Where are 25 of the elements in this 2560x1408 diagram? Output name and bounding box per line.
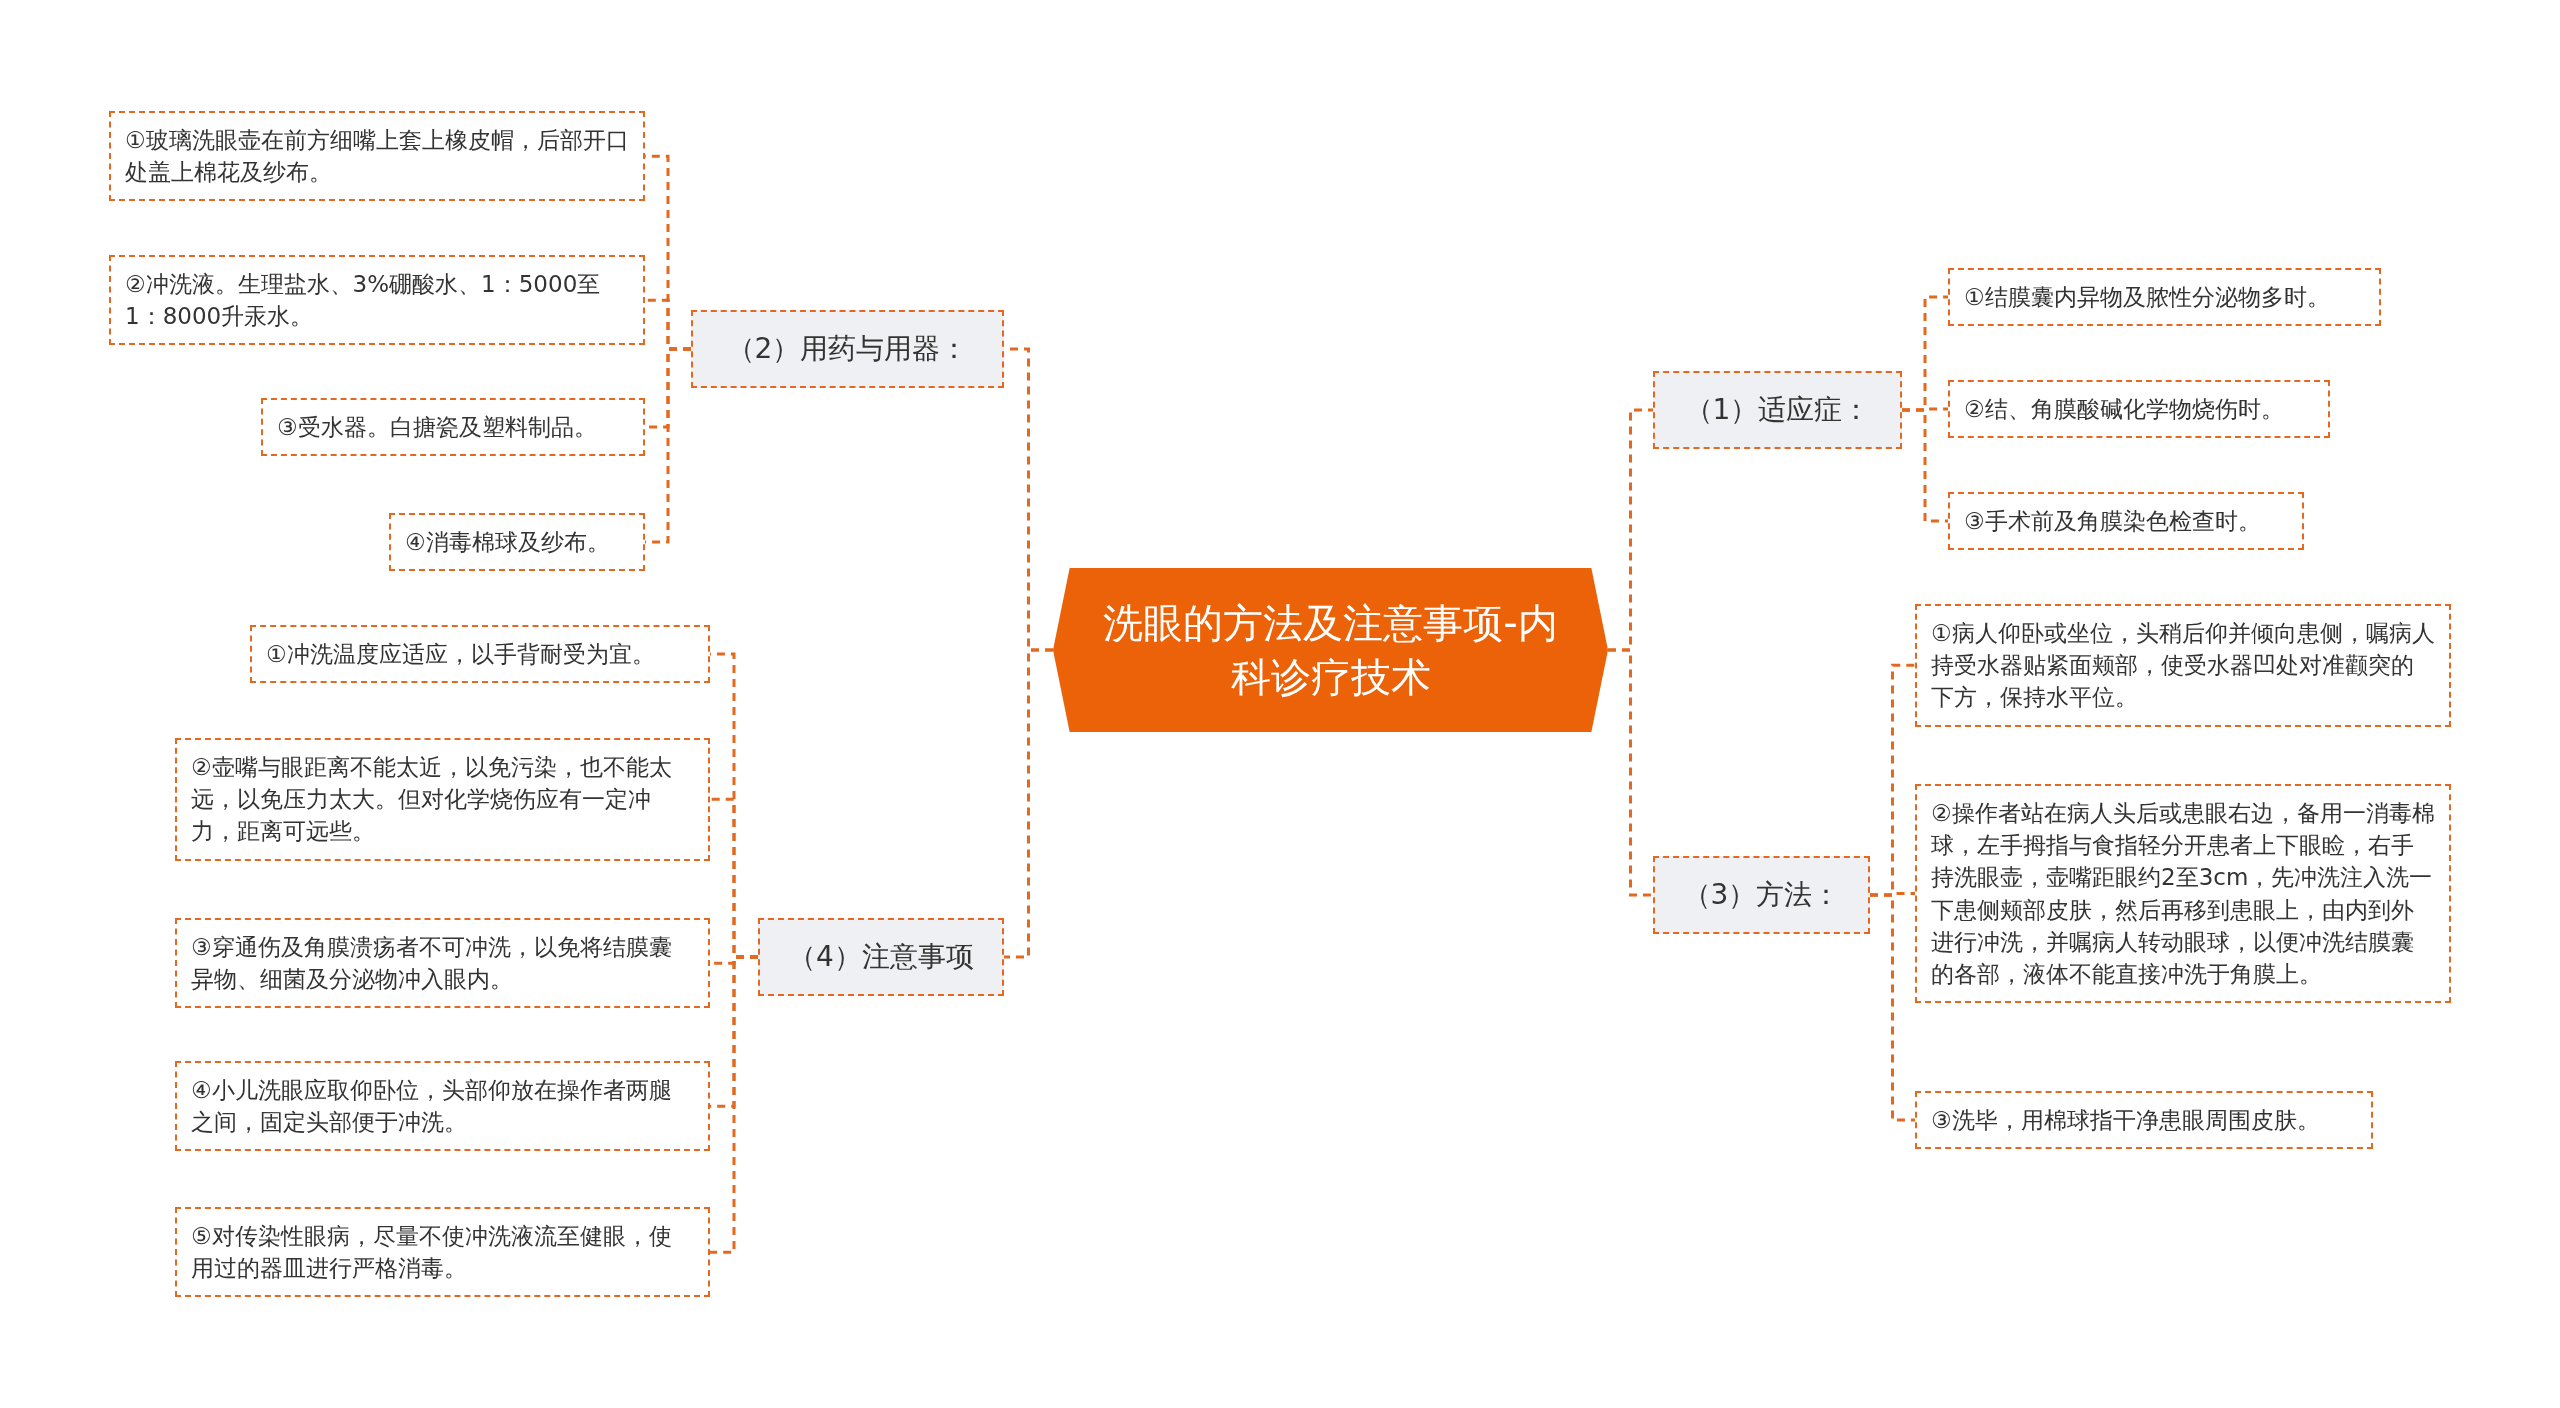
- connector-line: [1870, 893, 1915, 1122]
- subtopic-box: ⑤对传染性眼病，尽量不使冲洗液流至健眼，使用过的器皿进行严格消毒。: [175, 1207, 710, 1298]
- subtopic-box: ②操作者站在病人头后或患眼右边，备用一消毒棉球，左手拇指与食指轻分开患者上下眼睑，右手持洗眼壶，壶嘴距眼约2至3cm，先冲洗注入洗一下患侧颊部皮肤，然后再移到患眼上，由内到外进行冲洗，并嘱病人转动眼球，以便冲洗结膜囊的各部，液体不能直接冲洗于角膜上。: [1915, 784, 2451, 1004]
- topic-box: （4）注意事项: [758, 918, 1004, 996]
- subtopic-box: ③洗毕，用棉球指干净患眼周围皮肤。: [1915, 1091, 2373, 1150]
- connector-line: [1902, 408, 1948, 523]
- subtopic-box: ②壶嘴与眼距离不能太近，以免污染，也不能太远，以免压力太大。但对化学烧伤应有一定冲力，距离可远些。: [175, 738, 710, 861]
- subtopic-box: ④小儿洗眼应取仰卧位，头部仰放在操作者两腿之间，固定头部便于冲洗。: [175, 1061, 710, 1152]
- subtopic-box: ③手术前及角膜染色检查时。: [1948, 492, 2304, 551]
- subtopic-box: ①结膜囊内异物及脓性分泌物多时。: [1948, 268, 2381, 327]
- connector-line: [710, 955, 758, 1254]
- central-topic: 洗眼的方法及注意事项-内科诊疗技术: [1053, 568, 1608, 732]
- subtopic-box: ②冲洗液。生理盐水、3%硼酸水、1：5000至1：8000升汞水。: [109, 255, 645, 346]
- subtopic-box: ③受水器。白搪瓷及塑料制品。: [261, 398, 645, 457]
- subtopic-box: ②结、角膜酸碱化学物烧伤时。: [1948, 380, 2330, 439]
- topic-box: （2）用药与用器：: [691, 310, 1004, 388]
- subtopic-box: ③穿通伤及角膜溃疡者不可冲洗，以免将结膜囊异物、细菌及分泌物冲入眼内。: [175, 918, 710, 1009]
- subtopic-box: ①玻璃洗眼壶在前方细嘴上套上橡皮帽，后部开口处盖上棉花及纱布。: [109, 111, 645, 202]
- subtopic-box: ④消毒棉球及纱布。: [389, 513, 645, 572]
- connector-line: [1004, 648, 1053, 959]
- connector-line: [1608, 648, 1653, 897]
- subtopic-box: ①病人仰卧或坐位，头稍后仰并倾向患侧，嘱病人持受水器贴紧面颊部，使受水器凹处对准颧突的下方，保持水平位。: [1915, 604, 2451, 727]
- subtopic-box: ①冲洗温度应适应，以手背耐受为宜。: [250, 625, 710, 684]
- topic-box: （3）方法：: [1653, 856, 1870, 934]
- topic-box: （1）适应症：: [1653, 371, 1902, 449]
